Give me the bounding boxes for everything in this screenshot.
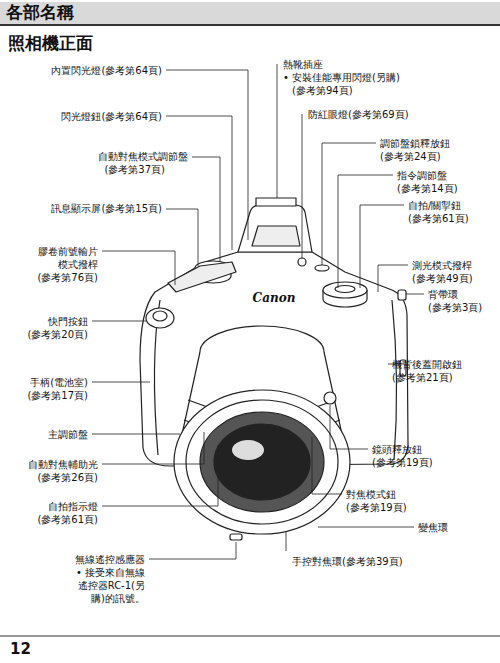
part-label: 模式撥桿 bbox=[58, 258, 98, 271]
part-label: (參考第61頁) bbox=[37, 513, 98, 526]
part-label: 主調節盤 bbox=[48, 428, 88, 441]
part-label: 自動對焦模式調節盤 bbox=[98, 150, 188, 163]
page-heading: 各部名稱 bbox=[6, 1, 74, 23]
part-label: 閃光燈鈕(參考第64頁) bbox=[61, 110, 162, 123]
part-label: 防紅眼燈(參考第69頁) bbox=[308, 108, 409, 121]
part-label: (參考第19頁) bbox=[346, 501, 407, 514]
part-label: (參考第94頁) bbox=[292, 84, 353, 97]
part-label: 指令調節盤 bbox=[397, 169, 447, 182]
part-label: 無線遙控感應器 bbox=[75, 553, 145, 566]
part-label: 訊息顯示屏(參考第15頁) bbox=[51, 202, 162, 215]
part-label: • 安裝佳能專用閃燈(另購) bbox=[283, 71, 400, 84]
footer-rule bbox=[0, 636, 500, 637]
part-label: 自拍/關掣鈕 bbox=[408, 199, 461, 212]
heading-rule bbox=[0, 24, 500, 26]
part-label: 鏡頭釋放鈕 bbox=[372, 443, 422, 456]
part-label: (參考第37頁) bbox=[104, 163, 165, 176]
part-label: • 接受來自無線遙控器RC-1(另購)的訊號。 bbox=[71, 566, 145, 605]
part-label: 背帶環 bbox=[428, 288, 458, 301]
part-label: (參考第17頁) bbox=[27, 389, 88, 402]
part-label: (參考第21頁) bbox=[392, 371, 453, 384]
part-label: (參考第76頁) bbox=[37, 271, 98, 284]
part-label: (參考第24頁) bbox=[380, 150, 441, 163]
part-label: (參考第3頁) bbox=[428, 301, 482, 314]
part-label: (參考第49頁) bbox=[412, 272, 473, 285]
part-label: (參考第14頁) bbox=[397, 182, 458, 195]
leader-lines bbox=[92, 64, 424, 559]
part-label: 手柄(電池室) bbox=[30, 376, 88, 389]
part-label: 內置閃光燈(參考第64頁) bbox=[51, 64, 162, 77]
part-label: 手控對焦環(參考第39頁) bbox=[292, 555, 403, 568]
part-label: 測光模式撥桿 bbox=[412, 259, 472, 272]
part-label: 快門按鈕 bbox=[48, 315, 88, 328]
brand-logo: Canon bbox=[251, 292, 298, 305]
section-heading: 照相機正面 bbox=[8, 32, 93, 54]
part-label: 膠卷前號輸片 bbox=[38, 245, 98, 258]
part-label: 自動對焦輔助光 bbox=[28, 458, 98, 471]
part-label: 對焦模式鈕 bbox=[346, 488, 396, 501]
part-label: 調節盤鎖釋放鈕 bbox=[380, 137, 450, 150]
camera-body bbox=[140, 198, 408, 540]
part-label: 機背後蓋開啟鈕 bbox=[392, 358, 462, 371]
part-label: 變焦環 bbox=[418, 521, 448, 534]
part-label: (參考第20頁) bbox=[27, 328, 88, 341]
heading-band bbox=[0, 2, 500, 24]
part-label: 熱靴插座 bbox=[283, 58, 323, 71]
part-label: (參考第61頁) bbox=[408, 212, 469, 225]
page-number: 12 bbox=[10, 640, 31, 658]
part-label: (參考第19頁) bbox=[372, 456, 433, 469]
part-label: (參考第26頁) bbox=[37, 471, 98, 484]
part-label: 自拍指示燈 bbox=[48, 500, 98, 513]
